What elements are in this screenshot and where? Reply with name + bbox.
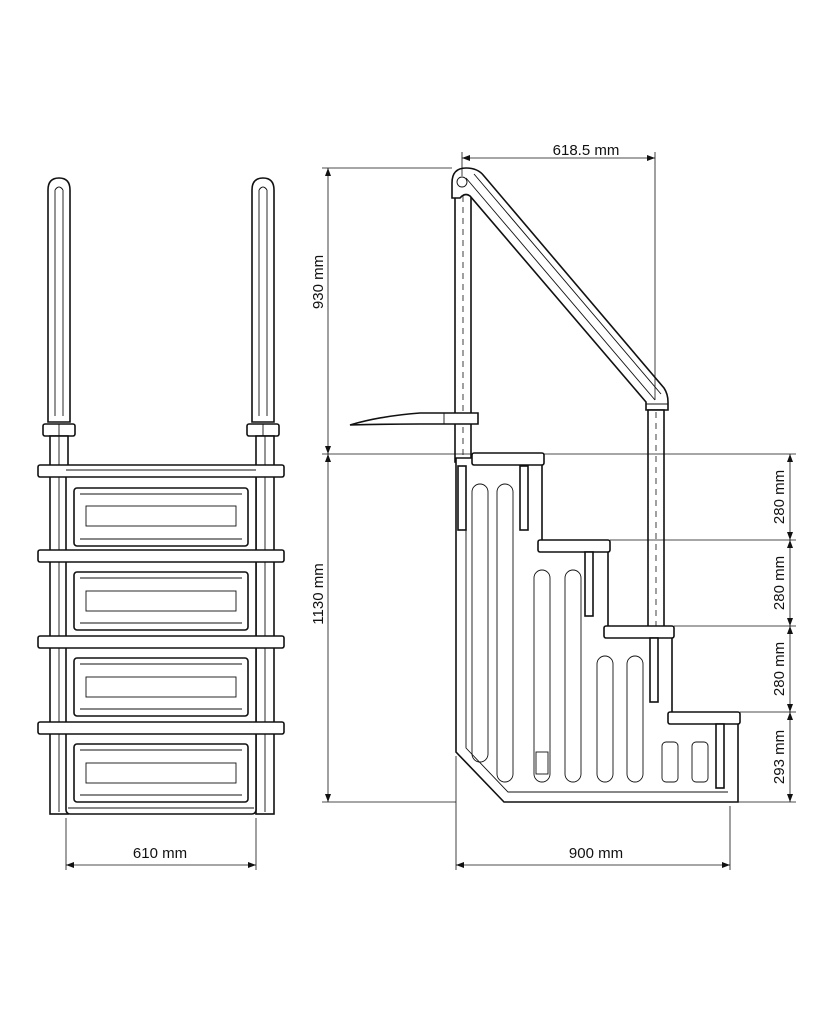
side-lower-post bbox=[647, 409, 665, 639]
side-top-platform bbox=[349, 412, 479, 426]
total-height-dimension: 1130 mm bbox=[310, 454, 456, 803]
side-depth-label: 900 mm bbox=[569, 845, 623, 862]
side-view: 618.5 mm 930 mm 1130 mm bbox=[310, 142, 796, 870]
front-tread-4 bbox=[37, 721, 285, 803]
front-tread-1 bbox=[37, 464, 285, 547]
side-depth-dimension: 900 mm bbox=[455, 756, 731, 870]
side-sloped-handrail bbox=[451, 167, 669, 411]
step-rise-bottom-label: 293 mm bbox=[771, 730, 788, 784]
side-slots bbox=[471, 483, 709, 783]
front-right-handrail bbox=[246, 177, 280, 437]
handrail-reach-dimension: 618.5 mm bbox=[461, 142, 656, 400]
side-tread-3 bbox=[603, 625, 675, 639]
front-tread-3 bbox=[37, 635, 285, 717]
front-left-handrail bbox=[42, 177, 76, 437]
step-rise-2-label: 280 mm bbox=[771, 556, 788, 610]
handrail-height-dimension: 930 mm bbox=[310, 167, 472, 455]
front-view: 610 mm bbox=[37, 177, 285, 870]
side-tread-1 bbox=[471, 452, 545, 466]
handrail-height-label: 930 mm bbox=[310, 255, 327, 309]
step-rise-dimensions: 280 mm 280 mm 280 mm 293 mm bbox=[544, 453, 796, 803]
front-width-dimension: 610 mm bbox=[65, 818, 257, 870]
step-rise-3-label: 280 mm bbox=[771, 642, 788, 696]
total-height-label: 1130 mm bbox=[310, 563, 327, 624]
side-brackets bbox=[457, 465, 725, 789]
side-tread-4 bbox=[667, 711, 741, 725]
front-tread-2 bbox=[37, 549, 285, 631]
side-tread-2 bbox=[537, 539, 611, 553]
front-width-label: 610 mm bbox=[133, 845, 187, 862]
step-rise-1-label: 280 mm bbox=[771, 470, 788, 524]
handrail-reach-label: 618.5 mm bbox=[553, 142, 620, 159]
